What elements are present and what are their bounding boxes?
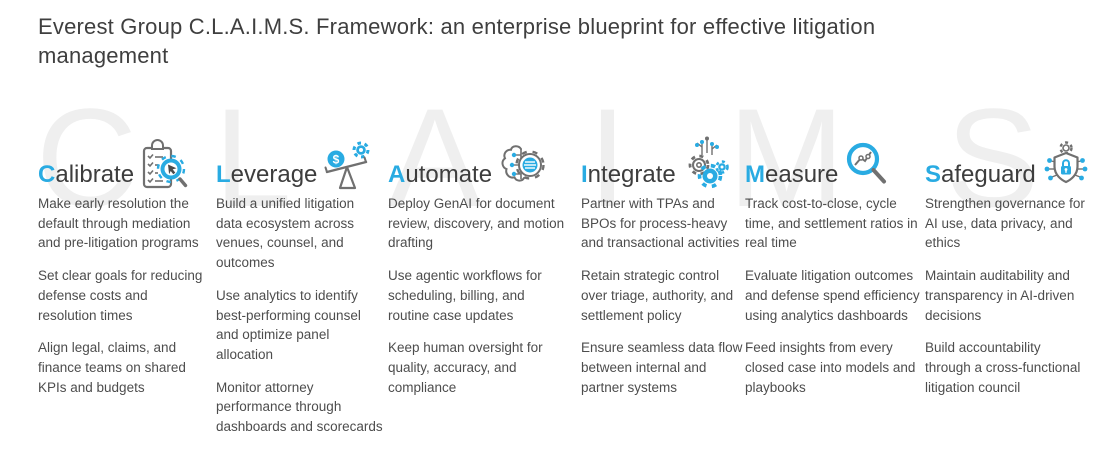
balance-coin-gear-icon: $	[320, 139, 372, 193]
heading-rest: ntegrate	[587, 160, 676, 188]
column-paragraph: Evaluate litigation outcomes and defense…	[745, 268, 920, 323]
column-automate: Automate	[388, 128, 568, 410]
column-header: Automate	[388, 128, 568, 188]
watermark-letter-l: L	[214, 79, 292, 236]
column-integrate: Integrate	[581, 128, 743, 410]
heading-initial: S	[925, 160, 942, 188]
column-calibrate: Calibrate	[38, 128, 208, 410]
watermark-letter-m: M	[728, 79, 845, 236]
column-paragraph: Maintain auditability and transparency i…	[925, 268, 1075, 323]
heading-initial: A	[388, 160, 406, 188]
heading-rest: afeguard	[941, 160, 1036, 188]
watermark-letter-a: A	[388, 79, 482, 236]
column-paragraph: Make early resolution the default throug…	[38, 196, 199, 251]
svg-text:$: $	[333, 153, 340, 167]
column-paragraph: Use analytics to identify best-performin…	[216, 287, 361, 362]
column-heading: Safeguard	[925, 160, 1036, 188]
page-title: Everest Group C.L.A.I.M.S. Framework: an…	[38, 14, 876, 69]
column-header: Safeguard	[925, 128, 1088, 188]
column-header: Measure	[745, 128, 925, 188]
brain-gear-icon	[495, 139, 547, 193]
clipboard-checklist-target-icon	[137, 139, 189, 193]
column-heading: Integrate	[581, 160, 676, 188]
column-paragraph: Align legal, claims, and finance teams o…	[38, 340, 186, 395]
heading-rest: utomate	[405, 160, 493, 188]
column-paragraph: Ensure seamless data flow between intern…	[581, 340, 743, 395]
column-safeguard: Safeguard	[925, 128, 1088, 410]
column-paragraph: Use agentic workflows for scheduling, bi…	[388, 268, 542, 323]
column-paragraph: Strengthen governance for AI use, data p…	[925, 196, 1085, 251]
heading-initial: I	[581, 160, 588, 188]
column-paragraph: Deploy GenAI for document review, discov…	[388, 196, 565, 251]
heading-rest: alibrate	[55, 160, 135, 188]
column-heading: Calibrate	[38, 160, 135, 188]
column-header: Leverage $	[216, 128, 384, 190]
shield-lock-circuit-icon	[1039, 139, 1093, 193]
column-heading: Measure	[745, 160, 839, 188]
watermark-letter-i: I	[588, 79, 627, 236]
column-paragraph: Monitor attorney performance through das…	[216, 379, 383, 435]
heading-rest: everage	[230, 160, 318, 188]
gears-circuit-icon	[679, 135, 731, 193]
column-measure: Measure Track cost-to-close, cycle time,…	[745, 128, 925, 410]
column-header: Calibrate	[38, 128, 208, 189]
heading-initial: M	[745, 160, 765, 188]
heading-rest: easure	[765, 160, 839, 188]
heading-initial: L	[216, 160, 231, 188]
column-header: Integrate	[581, 128, 743, 189]
column-paragraph: Track cost-to-close, cycle time, and set…	[745, 196, 918, 251]
column-paragraph: Set clear goals for reducing defense cos…	[38, 268, 203, 323]
heading-initial: C	[38, 160, 56, 188]
watermark-letter-c: C	[36, 79, 138, 236]
column-paragraph: Build a unified litigation data ecosyste…	[216, 196, 355, 271]
column-paragraph: Retain strategic control over triage, au…	[581, 268, 734, 323]
watermark-letter-s: S	[946, 79, 1040, 236]
magnifier-trend-icon	[841, 139, 893, 193]
column-heading: Automate	[388, 160, 493, 188]
column-paragraph: Keep human oversight for quality, accura…	[388, 340, 543, 395]
column-heading: Leverage	[216, 160, 318, 188]
column-leverage: Leverage $ Build a unified litigation da…	[216, 128, 384, 450]
column-paragraph: Partner with TPAs and BPOs for process-h…	[581, 196, 740, 251]
column-paragraph: Build accountability through a cross-fun…	[925, 340, 1081, 395]
column-paragraph: Feed insights from every closed case int…	[745, 340, 916, 395]
